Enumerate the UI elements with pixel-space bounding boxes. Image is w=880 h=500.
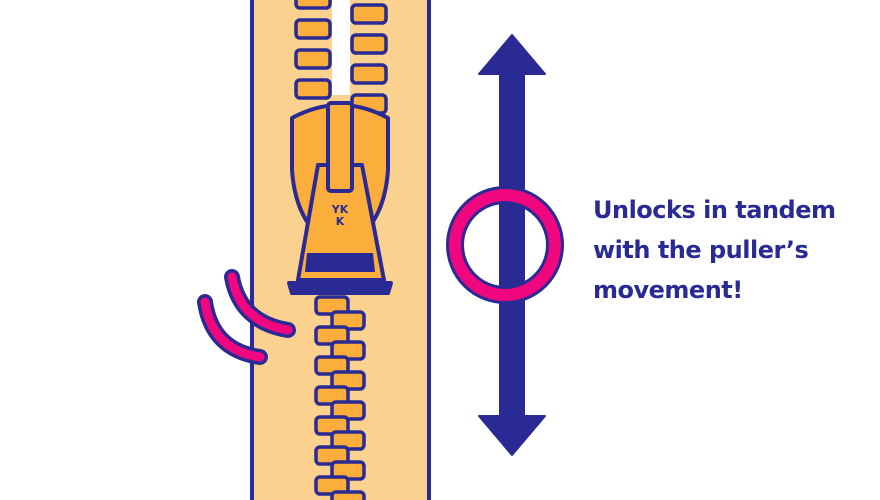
zipper-tooth (330, 490, 366, 500)
slider-brand-text: YKK (331, 203, 349, 228)
caption-line: Unlocks in tandem (593, 196, 836, 224)
zipper-tooth (350, 63, 388, 85)
caption-line: movement! (593, 276, 743, 304)
zipper-tooth (294, 48, 332, 70)
caption-text: Unlocks in tandem with the puller’s move… (593, 190, 863, 310)
closed-teeth (314, 295, 366, 500)
zipper-slider (287, 101, 393, 295)
zipper-opening (332, 0, 350, 95)
zipper-tooth (294, 0, 332, 10)
double-headed-vertical-arrow-icon (478, 34, 546, 456)
ring-icon (446, 186, 564, 304)
open-teeth (294, 0, 388, 115)
zipper-tooth (294, 78, 332, 100)
zipper-tooth (294, 18, 332, 40)
zipper-tooth (350, 3, 388, 25)
zipper-tooth (350, 33, 388, 55)
motion-lines-icon (197, 269, 296, 365)
caption-line: with the puller’s (593, 236, 809, 264)
